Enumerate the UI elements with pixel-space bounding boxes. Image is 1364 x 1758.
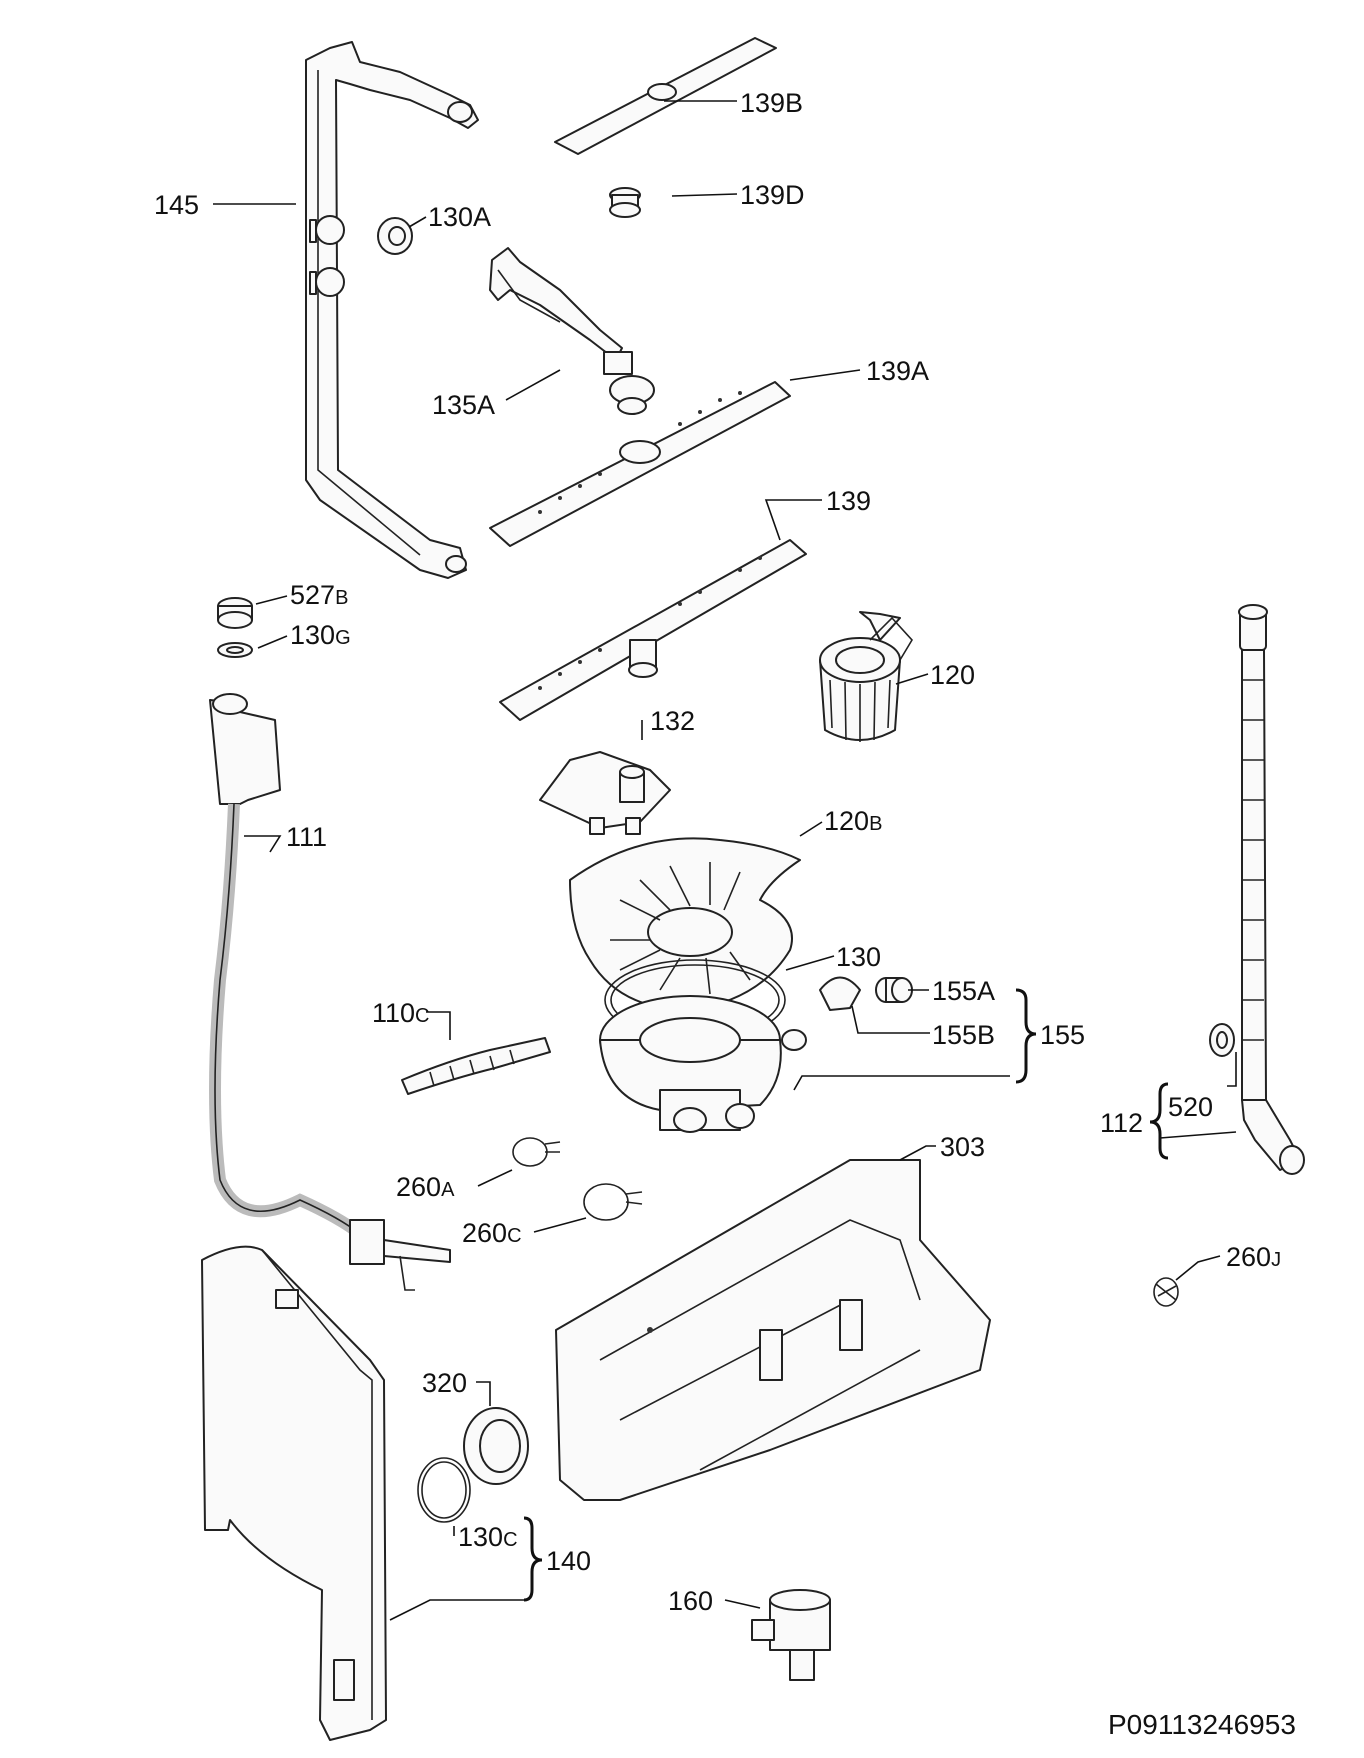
label-260A: 260A (396, 1172, 455, 1202)
label-520: 520 (1168, 1092, 1213, 1122)
part-112-drain-hose (1238, 604, 1305, 1175)
part-260C-clamp (583, 1183, 643, 1221)
label-111: 111 (286, 822, 327, 852)
label-145: 145 (154, 190, 199, 220)
part-527B-nozzle (217, 597, 253, 629)
label-139A: 139A (866, 356, 929, 386)
part-303-base (555, 1159, 991, 1501)
part-160-pump (751, 1589, 831, 1681)
label-260C: 260C (462, 1218, 522, 1248)
part-120-filter (819, 611, 913, 742)
label-303: 303 (940, 1132, 985, 1162)
part-155-sump (599, 995, 807, 1133)
label-155A: 155A (932, 976, 995, 1006)
label-130C: 130C (458, 1522, 518, 1552)
label-112: 112 (1100, 1108, 1143, 1138)
label-260J: 260J (1226, 1242, 1281, 1272)
label-120: 120 (930, 660, 975, 690)
label-110C: 110C (372, 998, 430, 1028)
label-139: 139 (826, 486, 871, 516)
label-139B: 139B (740, 88, 803, 118)
label-120B: 120B (824, 806, 882, 836)
part-111-inlet-hose (209, 693, 451, 1291)
label-132: 132 (650, 706, 695, 736)
braces (523, 988, 1169, 1602)
part-110C-hose (401, 1037, 551, 1095)
part-260A-clamp (512, 1137, 561, 1167)
part-120B-filter-plate (569, 837, 801, 1011)
part-132-sensor (539, 751, 671, 835)
part-135A-holder (489, 247, 655, 415)
part-155B-cover (819, 976, 861, 1011)
leader-lines (213, 100, 1237, 1621)
label-160: 160 (668, 1586, 713, 1616)
part-130A-seal (377, 217, 413, 255)
label-140: 140 (546, 1546, 591, 1576)
label-139D: 139D (740, 180, 805, 210)
drawing-code: P09113246953 (1108, 1709, 1296, 1740)
part-260J-clamp (1153, 1277, 1179, 1307)
label-527B: 527B (290, 580, 348, 610)
part-145-supply-pipe (305, 41, 479, 579)
label-130: 130 (836, 942, 881, 972)
part-520-clip (1209, 1023, 1235, 1057)
part-139D-nozzle (609, 187, 641, 218)
part-140-side-panel (201, 1245, 387, 1741)
label-320: 320 (422, 1368, 467, 1398)
label-130A: 130A (428, 202, 491, 232)
part-139B-spray-bar (554, 37, 777, 155)
label-155: 155 (1040, 1020, 1085, 1050)
part-320-seal (463, 1407, 529, 1485)
part-130C-seal (417, 1457, 471, 1523)
part-155A-nozzle (875, 977, 913, 1003)
label-155B: 155B (932, 1020, 995, 1050)
label-135A: 135A (432, 390, 495, 420)
part-130G-seal (217, 642, 253, 658)
part-139-spray-arm (499, 539, 807, 721)
label-130G: 130G (290, 620, 351, 650)
part-139A-spray-arm (489, 381, 791, 547)
